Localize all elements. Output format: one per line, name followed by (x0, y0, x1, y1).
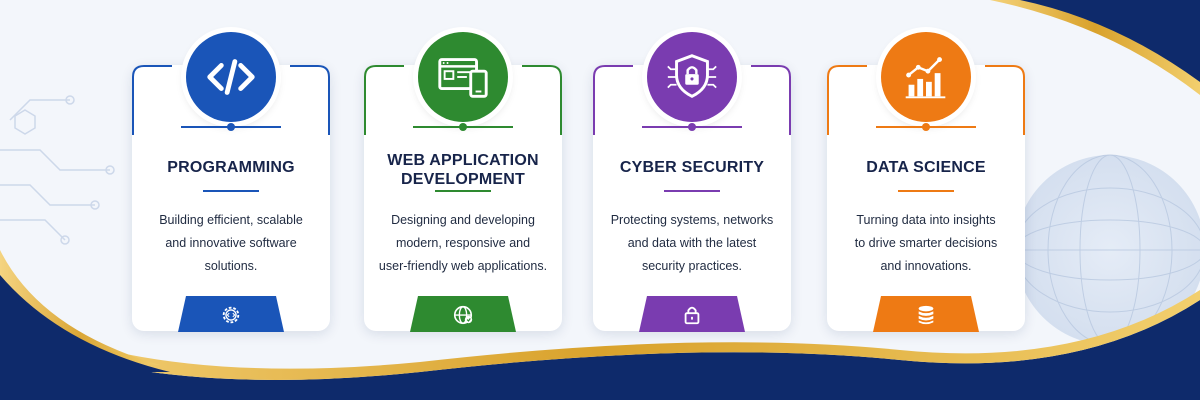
database-icon (918, 305, 934, 325)
code-icon-circle (186, 32, 276, 122)
card-data-science: DATA SCIENCE Turning data into insights … (827, 32, 1025, 332)
card-description: Designing and developing modern, respons… (378, 213, 548, 273)
top-divider (413, 123, 513, 131)
card-title: DATA SCIENCE (866, 159, 986, 176)
card-description: Building efficient, scalable and innovat… (159, 213, 303, 273)
code-icon (207, 59, 255, 95)
card-bottom-tab (178, 296, 284, 332)
card-border (827, 65, 1025, 135)
globe-icon (453, 305, 473, 325)
shield-lock-icon-circle (647, 32, 737, 122)
top-divider (642, 123, 742, 131)
card-title: PROGRAMMING (167, 159, 295, 176)
bar-chart-trend-icon (905, 57, 946, 99)
card-border (132, 65, 330, 135)
circuit-decoration (0, 95, 115, 245)
card-description: Protecting systems, networks and data wi… (610, 213, 774, 273)
gear-code-icon (222, 306, 240, 324)
card-cyber-security: CYBER SECURITY Protecting systems, netwo… (593, 32, 791, 332)
bar-chart-trend-icon-circle (881, 32, 971, 122)
card-border (593, 65, 791, 135)
card-bottom-tab (410, 296, 516, 332)
title-underline (664, 190, 720, 192)
card-border (364, 65, 562, 135)
card-web-application-development: WEB APPLICATION DEVELOPMENT .card .title… (364, 32, 562, 332)
title-underline (203, 190, 259, 192)
card-bottom-tab (873, 296, 979, 332)
card-title: WEB APPLICATION DEVELOPMENT (387, 152, 539, 188)
title-underline (898, 190, 954, 192)
title-underline (435, 190, 491, 192)
card-programming: PROGRAMMING Building efficient, scalable… (132, 32, 330, 332)
browser-mobile-icon-circle (418, 32, 508, 122)
card-bottom-tab (639, 296, 745, 332)
padlock-icon (684, 306, 700, 325)
top-divider (876, 123, 976, 131)
card-description: Turning data into insights to drive smar… (854, 213, 998, 273)
top-divider (181, 123, 281, 131)
browser-mobile-icon (438, 58, 488, 98)
card-title: CYBER SECURITY (619, 159, 765, 176)
shield-lock-icon (667, 54, 717, 98)
